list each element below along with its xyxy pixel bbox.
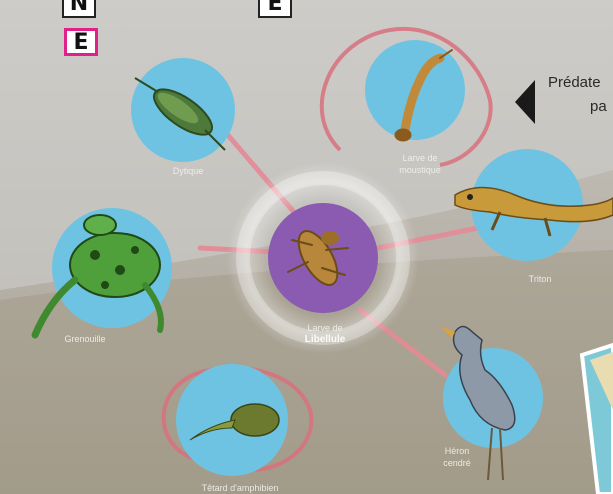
caption-dragonfly-2: Libellule [290, 334, 360, 346]
caption-dragonfly-1: Larve de [290, 322, 360, 334]
predator-label-line1: Prédate [548, 72, 601, 94]
left-arrow-icon[interactable] [515, 80, 535, 124]
caption-heron-1: Héron [432, 445, 482, 457]
letter-box-n: N [62, 0, 96, 18]
caption-heron-2: cendré [432, 457, 482, 469]
caption-dytiscus: Dytique [163, 165, 213, 177]
caption-tadpole: Têtard d'amphibien [185, 482, 295, 494]
caption-mosquito-1: Larve de [385, 152, 455, 164]
caption-mosquito-2: moustique [385, 164, 455, 176]
caption-newt: Triton [515, 273, 565, 285]
caption-frog: Grenouille [50, 333, 120, 345]
letter-box-e-top: E [258, 0, 292, 18]
predator-label-line2: pa [590, 96, 607, 118]
letter-box-e: E [64, 28, 98, 56]
